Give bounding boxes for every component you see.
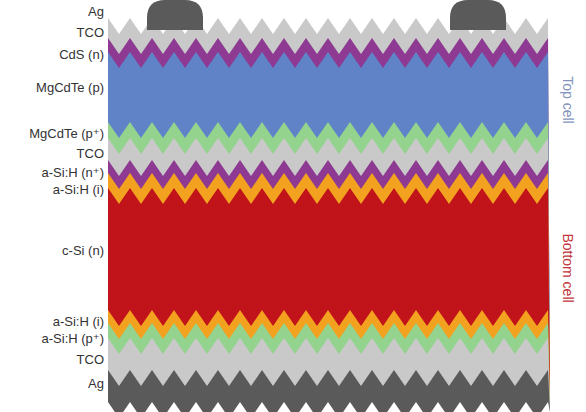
layer-label: a-Si:H (n⁺) <box>42 165 104 180</box>
layer-label: Ag <box>88 4 104 19</box>
asi-p-plus-layer <box>108 323 550 412</box>
tco-layer <box>108 138 550 412</box>
csi-n-layer <box>108 188 550 412</box>
ag-finger-contact <box>147 0 203 30</box>
ground <box>108 402 550 412</box>
layer-label: TCO <box>77 146 104 161</box>
layer-label: TCO <box>77 352 104 367</box>
layer-label: a-Si:H (i) <box>53 314 104 329</box>
layer-label: TCO <box>77 25 104 40</box>
tco-layer <box>108 18 550 412</box>
asi-n-plus-layer <box>108 160 550 412</box>
layer-label: a-Si:H (i) <box>53 182 104 197</box>
layer-label: MgCdTe (p⁺) <box>29 126 104 141</box>
layer-label: MgCdTe (p) <box>36 80 104 95</box>
cell-label: Bottom cell <box>560 233 576 302</box>
asi-i-layer <box>108 173 550 412</box>
layer-label: c-Si (n) <box>62 243 104 258</box>
mgcdte-p-layer <box>108 52 550 412</box>
layer-label: Ag <box>88 376 104 391</box>
asi-i-layer <box>108 310 550 412</box>
cds-layer <box>108 38 550 412</box>
layer-label: CdS (n) <box>59 47 104 62</box>
tco-layer <box>108 338 550 412</box>
ag-finger-contact <box>450 0 506 30</box>
mgcdte-p-plus-layer <box>108 122 550 412</box>
cell-label: Top cell <box>560 76 576 123</box>
layer-label: a-Si:H (p⁺) <box>42 331 104 346</box>
